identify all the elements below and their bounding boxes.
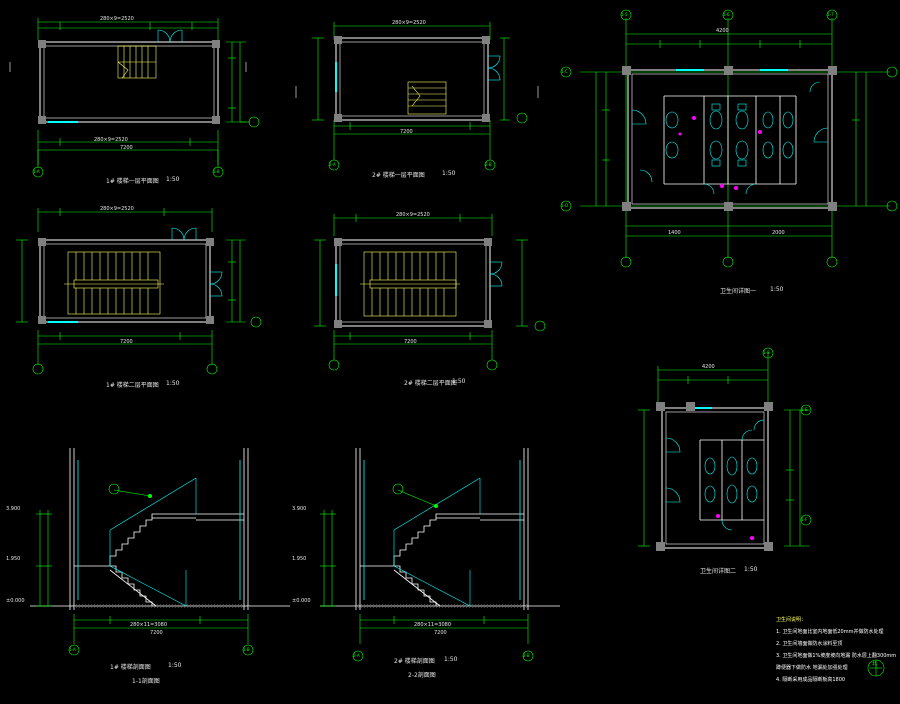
section-1-stair <box>30 448 290 656</box>
elev-section-2-floor0: ±0.000 <box>292 598 311 604</box>
notes-item-5: 4. 隔断采用成品隔断板高1800 <box>776 677 846 683</box>
section-2b-title: 2-2剖面图 <box>408 672 436 679</box>
elev-section-2-floor1: 3.900 <box>292 506 307 512</box>
plan-3-stair-second-floor <box>16 208 262 375</box>
toilet-2-scale: 1:50 <box>744 566 758 573</box>
dim-toilet-2-top: 4200 <box>702 364 715 370</box>
elev-section-2-level: 1.950 <box>292 556 307 562</box>
dim-plan-2-top: 280×9=2520 <box>392 20 426 26</box>
elev-section-1-level: 1.950 <box>6 556 21 562</box>
toilet-2-title: 卫生间详图二 <box>700 568 737 575</box>
axis-section-1-a: 1-A <box>69 647 76 652</box>
section-2-stair <box>320 448 560 662</box>
notes-item-1: 1. 卫生间地面比室内地面低20mm并做防水处理 <box>776 629 884 635</box>
plan-3-scale: 1:50 <box>166 380 180 387</box>
axis-plan-2-b: 2-B <box>485 162 492 167</box>
plan-2-title: 2# 楼梯一层平面图 <box>372 172 425 179</box>
toilet-detail-1 <box>560 9 898 268</box>
plan-2-stair-ground-floor <box>295 22 539 171</box>
notes-item-3: 3. 卫生间地面做1%坡度坡向地漏 防水层上翻300mm <box>776 653 897 659</box>
axis-toilet-1-6: 1-6 <box>723 12 730 17</box>
north-label: 北 <box>872 661 878 667</box>
dim-section-1-total: 7200 <box>150 630 163 636</box>
dim-plan-4-top: 280×9=2520 <box>396 212 430 218</box>
dim-toilet-1-seg2: 2000 <box>772 230 785 236</box>
plan-4-scale: 1:50 <box>452 378 466 385</box>
dim-section-2-run: 280×11=3080 <box>414 622 452 628</box>
plan-4-title: 2# 楼梯二层平面图 <box>404 380 457 387</box>
plan-1-title: 1# 楼梯一层平面图 <box>106 178 159 185</box>
dim-toilet-1-top: 4200 <box>716 28 729 34</box>
toilet-1-scale: 1:50 <box>770 286 784 293</box>
plan-1-stair-ground-floor <box>9 18 260 178</box>
dim-plan-1-run: 280×9=2520 <box>94 137 128 143</box>
dim-toilet-1-seg1: 1400 <box>668 230 681 236</box>
axis-plan-1-a: 1-A <box>33 169 40 174</box>
elev-section-1-floor0: ±0.000 <box>6 598 25 604</box>
plan-2-scale: 1:50 <box>442 170 456 177</box>
dim-plan-1-top: 280×9=2520 <box>100 16 134 22</box>
section-1-scale: 1:50 <box>168 662 182 669</box>
axis-toilet-1-c: 1-C <box>561 69 568 74</box>
dim-plan-4-total: 7200 <box>404 339 417 345</box>
section-1b-title: 1-1剖面图 <box>132 678 160 685</box>
axis-toilet-1-5: 1-5 <box>621 12 628 17</box>
toilet-1-title: 卫生间详图一 <box>720 288 757 295</box>
axis-toilet-1-d: 1-D <box>561 203 569 208</box>
plan-3-title: 1# 楼梯二层平面图 <box>106 382 159 389</box>
notes-item-4: 蹲便器下做防水 地漏处加强处理 <box>776 665 848 671</box>
dim-section-2-total: 7200 <box>434 630 447 636</box>
axis-toilet-2-e: 1-E <box>801 407 808 412</box>
section-2-title: 2# 楼梯剖面图 <box>394 658 435 665</box>
dim-section-1-run: 280×11=3080 <box>130 622 168 628</box>
axis-toilet-1-7: 1-7 <box>827 12 834 17</box>
axis-plan-2-a: 2-A <box>329 162 336 167</box>
axis-plan-1-b: 1-B <box>213 169 220 174</box>
elev-section-1-floor1: 3.900 <box>6 506 21 512</box>
north-arrow-icon <box>867 659 885 677</box>
dim-plan-3-top: 280×9=2520 <box>100 206 134 212</box>
axis-section-2-a: 2-A <box>353 653 360 658</box>
section-2-scale: 1:50 <box>444 656 458 663</box>
section-1-title: 1# 楼梯剖面图 <box>110 664 151 671</box>
dim-plan-1-total: 7200 <box>120 145 133 151</box>
notes-header: 卫生间说明： <box>776 617 807 623</box>
toilet-detail-2 <box>638 347 812 551</box>
plan-1-scale: 1:50 <box>166 176 180 183</box>
axis-toilet-2-8: 1-8 <box>763 350 770 355</box>
axis-section-1-b: 1-B <box>243 647 250 652</box>
axis-section-2-b: 2-B <box>523 653 530 658</box>
dim-plan-2-total: 7200 <box>400 129 413 135</box>
notes-item-2: 2. 卫生间墙面做防水涂料至顶 <box>776 641 843 647</box>
axis-toilet-2-f: 1-F <box>801 517 808 522</box>
plan-4-stair-second-floor <box>314 214 546 371</box>
dim-plan-3-total: 7200 <box>120 339 133 345</box>
